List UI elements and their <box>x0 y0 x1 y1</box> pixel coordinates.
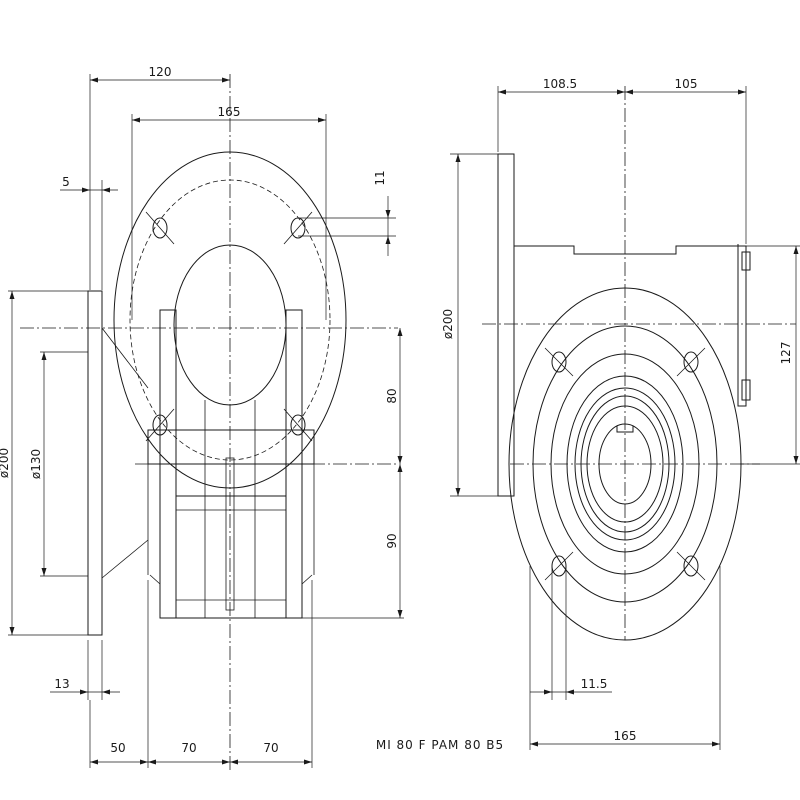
left-dimensions: 120 165 5 11 ø200 ø130 <box>0 65 404 768</box>
right-hole-top-left <box>544 347 574 377</box>
dim-50: 50 <box>110 741 125 755</box>
dim-108-5: 108.5 <box>543 77 577 91</box>
dim-127: 127 <box>779 342 793 365</box>
left-hole-top-left <box>145 211 175 245</box>
right-dimensions: 108.5 105 ø200 127 11.5 165 <box>441 77 800 750</box>
model-label: MI 80 F PAM 80 B5 <box>376 738 504 752</box>
dim-dia-200-right: ø200 <box>441 309 455 339</box>
right-b5-flange-plate <box>497 153 515 497</box>
right-housing-outline <box>514 244 747 407</box>
dim-105: 105 <box>675 77 698 91</box>
dim-120: 120 <box>149 65 172 79</box>
dim-165-bottom: 165 <box>614 729 637 743</box>
right-hole-top-right <box>676 347 706 377</box>
dim-11: 11 <box>373 170 387 185</box>
dim-80: 80 <box>385 388 399 403</box>
left-b5-flange-plate <box>87 290 103 636</box>
right-keyway <box>616 426 634 433</box>
dim-dia-200-left: ø200 <box>0 448 11 478</box>
dim-165-top: 165 <box>218 105 241 119</box>
dim-dia-130: ø130 <box>29 449 43 479</box>
dim-70-a: 70 <box>181 741 196 755</box>
left-view <box>20 74 398 770</box>
left-hole-bottom-right <box>283 408 313 442</box>
dim-90: 90 <box>385 533 399 548</box>
right-hole-bottom-right <box>676 551 706 581</box>
dim-70-b: 70 <box>263 741 278 755</box>
right-hole-bottom-left <box>544 551 574 581</box>
dim-5: 5 <box>62 175 70 189</box>
dim-11-5: 11.5 <box>581 677 608 691</box>
right-view <box>482 86 796 641</box>
dim-13: 13 <box>54 677 69 691</box>
